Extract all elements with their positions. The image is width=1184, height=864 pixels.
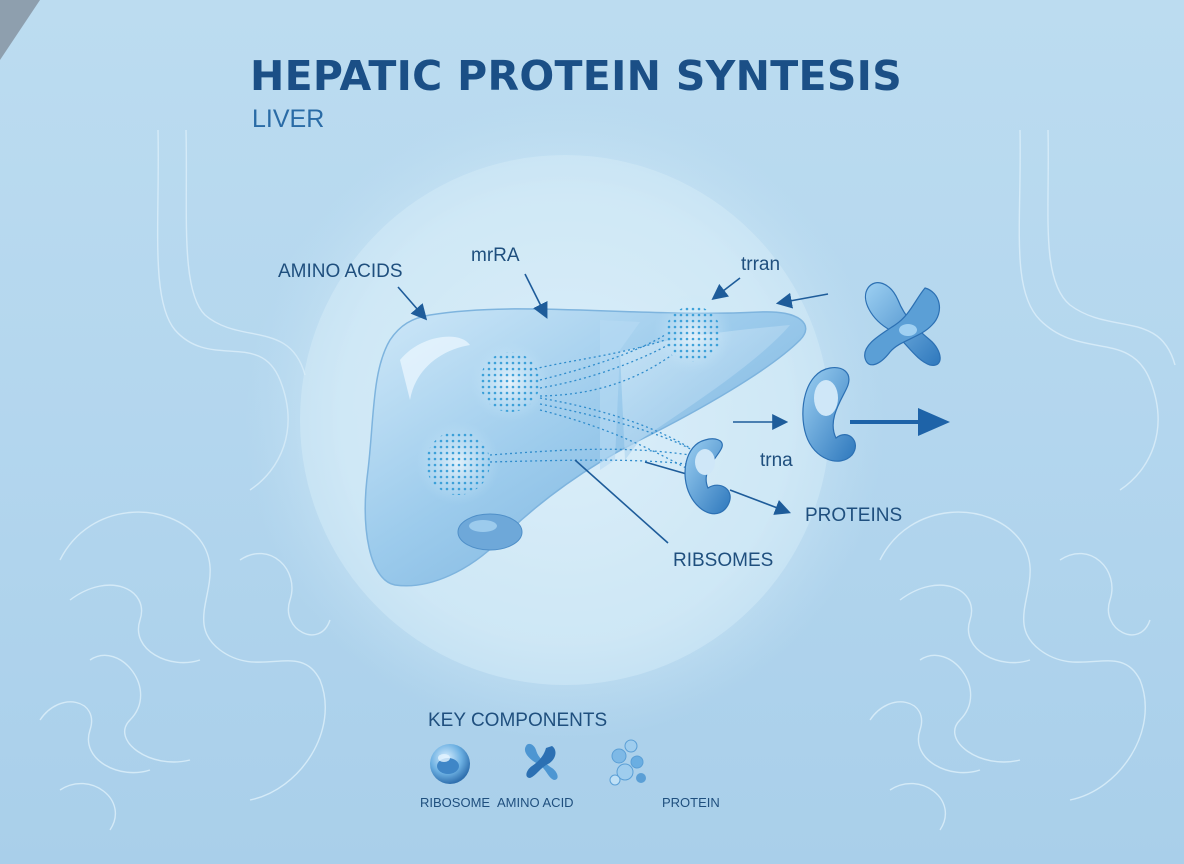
connection-lines (489, 334, 701, 471)
page-title: HEPATIC PROTEIN SYNTESIS (250, 52, 903, 100)
label-proteins: PROTEINS (805, 505, 903, 526)
key-item-amino-acid-label: AMINO ACID (497, 795, 574, 810)
label-arrows (397, 273, 829, 544)
key-item-protein-label: PROTEIN (662, 795, 720, 810)
protein-icon (609, 739, 646, 786)
label-mrna: mrRA (471, 245, 520, 266)
amino-acid-icon (524, 743, 558, 780)
label-amino-acids: AMINO ACIDS (278, 261, 403, 282)
ribosome-cluster (416, 294, 733, 505)
output-arrow (850, 408, 950, 436)
background-anatomy-outline (39, 129, 1176, 831)
label-ribosomes: RIBSOMES (673, 550, 774, 571)
label-trna-top: trran (741, 254, 781, 275)
corner-decoration (0, 0, 40, 60)
folded-protein (864, 282, 941, 366)
page-subtitle: LIVER (252, 105, 325, 133)
ribosome-icon (430, 744, 470, 784)
trna-loop-small (684, 438, 731, 515)
trna-loop-large (802, 367, 856, 462)
key-item-ribosome-label: RIBOSOME (420, 795, 491, 810)
label-trna-mid: trna (760, 450, 793, 471)
key-title: KEY COMPONENTS (428, 710, 608, 731)
